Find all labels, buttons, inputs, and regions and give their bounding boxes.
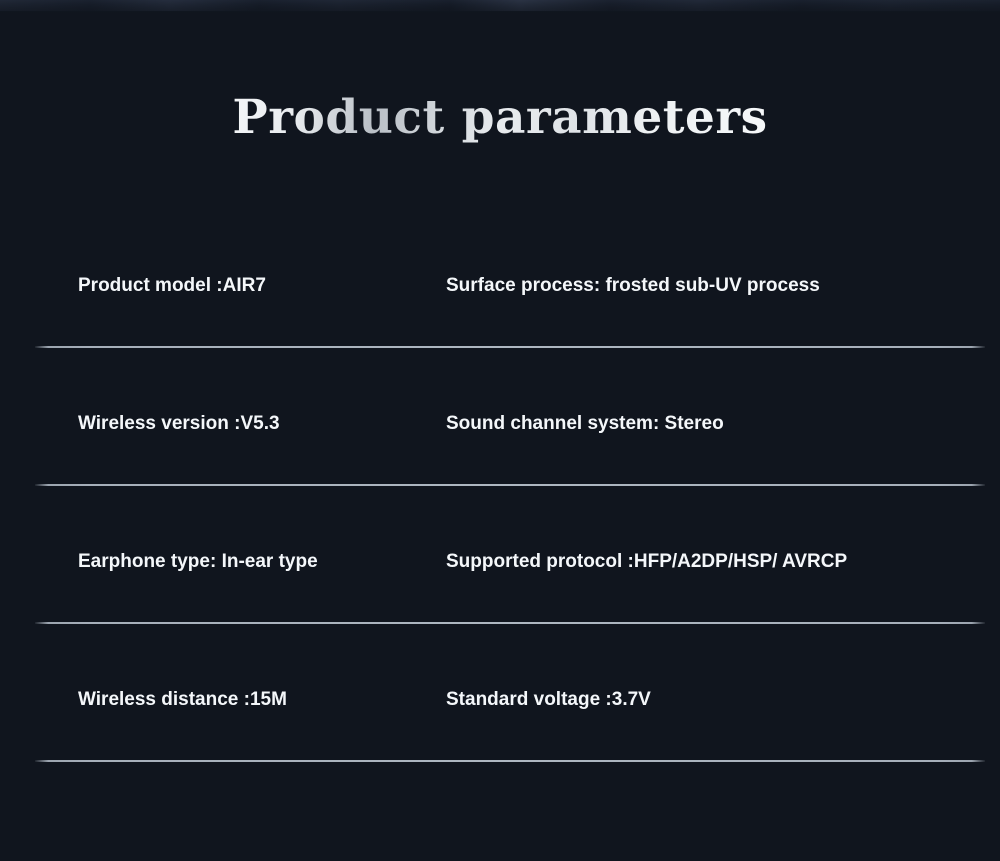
spec-row-cells: Earphone type: In-ear type Supported pro… [0,547,1000,577]
spec-row-cells: Wireless distance :15M Standard voltage … [0,685,1000,715]
spec-row: Product model :AIR7 Surface process: fro… [0,256,1000,394]
row-divider [35,760,985,762]
spec-cell-right: Supported protocol :HFP/A2DP/HSP/ AVRCP [446,551,848,572]
spec-row: Wireless version :V5.3 Sound channel sys… [0,394,1000,532]
spec-cell-left: Earphone type: In-ear type [78,551,318,572]
row-divider [35,622,985,624]
spec-cell-right: Sound channel system: Stereo [446,413,724,434]
top-edge-bleed [0,0,1000,11]
spec-row-cells: Wireless version :V5.3 Sound channel sys… [0,409,1000,439]
spec-row: Earphone type: In-ear type Supported pro… [0,532,1000,670]
spec-table: Product model :AIR7 Surface process: fro… [0,256,1000,808]
row-divider [35,484,985,486]
spec-cell-left: Wireless distance :15M [78,689,287,710]
spec-cell-right: Surface process: frosted sub-UV process [446,275,820,296]
top-edge-fade [0,0,1000,26]
spec-cell-right: Standard voltage :3.7V [446,689,651,710]
spec-row-cells: Product model :AIR7 Surface process: fro… [0,271,1000,301]
spec-cell-left: Product model :AIR7 [78,275,266,296]
spec-cell-left: Wireless version :V5.3 [78,413,280,434]
spec-row: Wireless distance :15M Standard voltage … [0,670,1000,808]
page-title-container: Product parameters [0,88,1000,148]
page-title: Product parameters [232,88,767,148]
row-divider [35,346,985,348]
